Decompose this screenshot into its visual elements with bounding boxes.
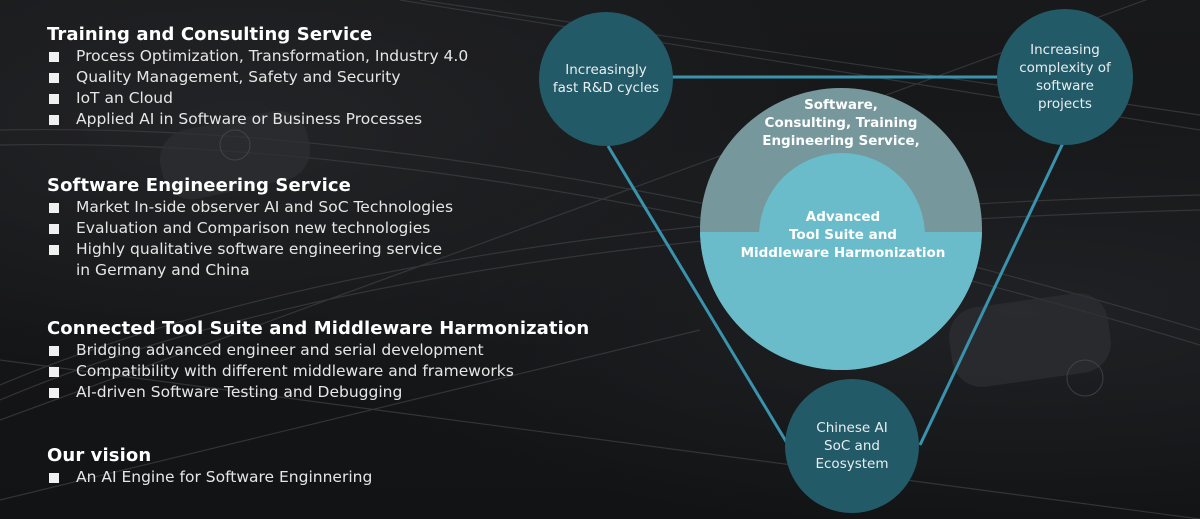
list-item: Applied AI in Software or Business Proce… xyxy=(47,109,468,130)
section-our-vision: Our vision An AI Engine for Software Eng… xyxy=(47,445,372,488)
center-inner-label: Advanced Tool Suite and Middleware Harmo… xyxy=(740,209,946,261)
center-outer-label: Software, Consulting, Training Engineeri… xyxy=(762,97,920,149)
node-fast-rd-cycles: Increasingly fast R&D cycles xyxy=(539,12,673,146)
list-item: Bridging advanced engineer and serial de… xyxy=(47,340,589,361)
inner-circle xyxy=(759,153,925,319)
bullet-square-icon xyxy=(49,224,59,234)
bullet-square-icon xyxy=(49,367,59,377)
section-software-engineering: Software Engineering Service Market In-s… xyxy=(47,175,453,281)
bullet-square-icon xyxy=(49,203,59,213)
center-circle xyxy=(700,88,982,370)
list-item: AI-driven Software Testing and Debugging xyxy=(47,382,589,403)
bullet-square-icon xyxy=(49,115,59,125)
bullet-square-icon xyxy=(49,73,59,83)
list-item: Process Optimization, Transformation, In… xyxy=(47,46,468,67)
node-chinese-ai-soc: Chinese AI SoC and Ecosystem xyxy=(785,379,919,513)
list-item: An AI Engine for Software Enginnering xyxy=(47,467,372,488)
section-title: Connected Tool Suite and Middleware Harm… xyxy=(47,318,590,339)
section-title: Software Engineering Service xyxy=(47,175,351,196)
connector-right xyxy=(918,142,1065,446)
bullet-square-icon xyxy=(49,388,59,398)
section-training-consulting: Training and Consulting Service Process … xyxy=(47,24,468,130)
connector-left xyxy=(606,145,789,444)
section-tool-suite-middleware: Connected Tool Suite and Middleware Harm… xyxy=(47,318,589,403)
list-item: Quality Management, Safety and Security xyxy=(47,67,468,88)
bullet-square-icon xyxy=(49,346,59,356)
list-item: Highly qualitative software engineering … xyxy=(47,239,453,260)
list-item: Evaluation and Comparison new technologi… xyxy=(47,218,453,239)
list-item: Compatibility with different middleware … xyxy=(47,361,589,382)
list-item: IoT an Cloud xyxy=(47,88,468,109)
section-title: Training and Consulting Service xyxy=(47,24,373,45)
node-software-complexity: Increasing complexity of software projec… xyxy=(997,9,1133,145)
bullet-square-icon xyxy=(49,473,59,483)
bullet-square-icon xyxy=(49,94,59,104)
list-item: Market In-side observer AI and SoC Techn… xyxy=(47,197,453,218)
list-item-continuation: in Germany and China xyxy=(76,261,250,279)
bullet-square-icon xyxy=(49,52,59,62)
bullet-square-icon xyxy=(49,245,59,255)
service-list: Training and Consulting Service Process … xyxy=(47,24,589,488)
section-title: Our vision xyxy=(47,445,152,466)
